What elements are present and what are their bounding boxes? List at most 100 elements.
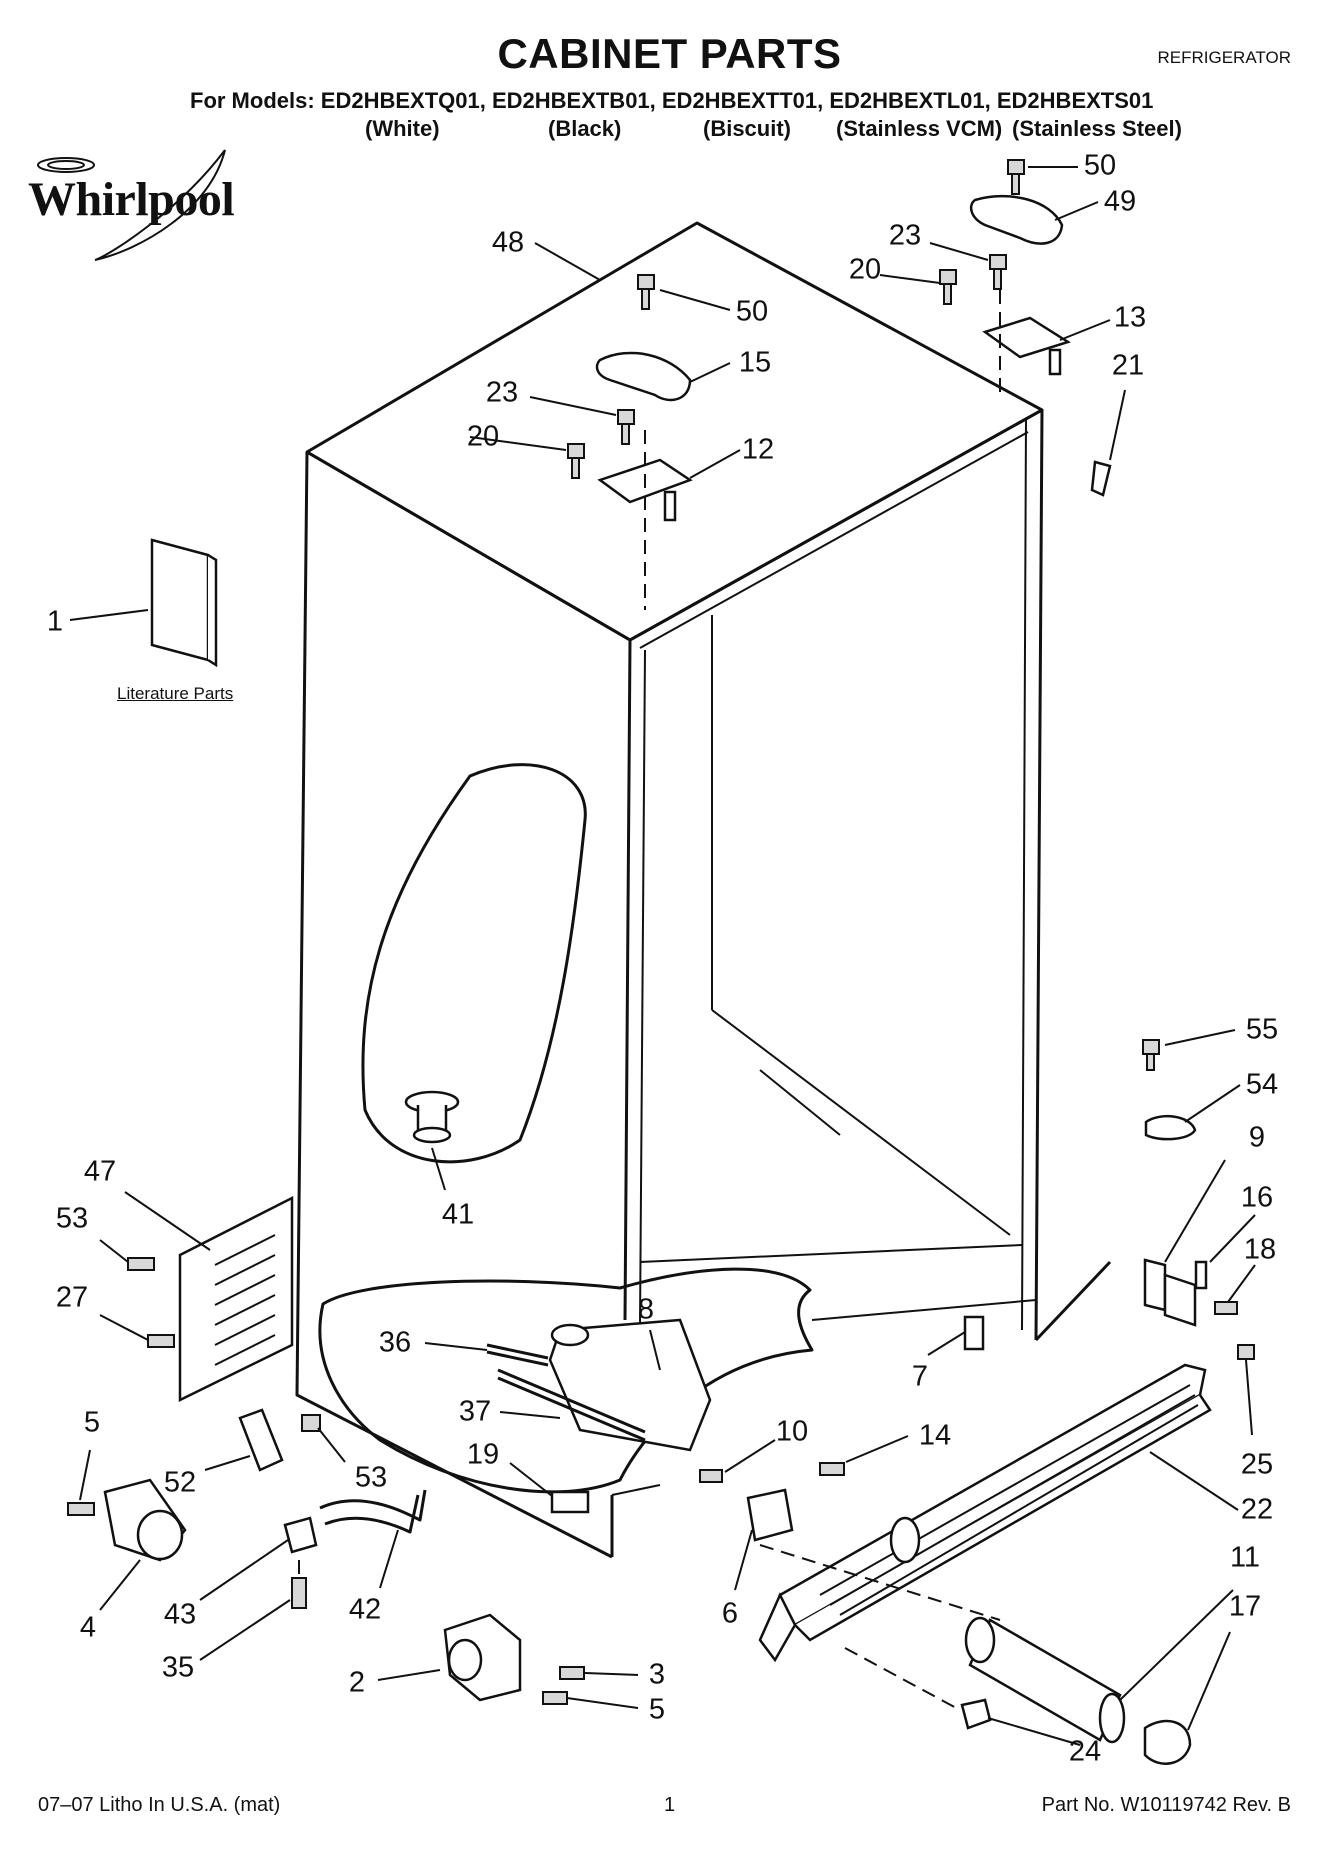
drain-cup-41 <box>404 1090 460 1144</box>
screw-5-hinge <box>542 1691 568 1705</box>
hinge-cap-left <box>595 351 692 402</box>
callout-54: 54 <box>1245 1068 1279 1101</box>
tube-37 <box>497 1368 646 1442</box>
callout-21: 21 <box>1111 349 1145 382</box>
screw-20-right <box>939 269 957 305</box>
literature-parts-label: Literature Parts <box>117 684 234 703</box>
tube-36 <box>486 1343 549 1367</box>
callout-47: 47 <box>83 1155 117 1188</box>
filter-bypass-cap-24 <box>960 1698 992 1730</box>
callout-4: 4 <box>79 1611 97 1644</box>
screw-23-left <box>617 409 635 445</box>
callout-3: 3 <box>648 1658 666 1691</box>
lower-hinge-9 <box>1143 1258 1208 1327</box>
callout-16: 16 <box>1240 1181 1274 1214</box>
footer-part-number: Part No. W10119742 Rev. B <box>1041 1794 1291 1816</box>
callout-43: 43 <box>163 1598 197 1631</box>
color-white: (White) <box>365 116 440 141</box>
callout-53-panel: 53 <box>55 1202 89 1235</box>
callout-9: 9 <box>1248 1121 1266 1154</box>
cabinet-body <box>295 221 1112 1559</box>
toe-grille-22 <box>758 1363 1212 1663</box>
screw-53-panel <box>127 1257 155 1271</box>
callout-19: 19 <box>466 1438 500 1471</box>
screw-10 <box>699 1469 723 1483</box>
water-valve-8 <box>548 1318 712 1452</box>
page-title: CABINET PARTS <box>497 30 842 77</box>
footer-page-number: 1 <box>664 1794 676 1816</box>
rear-access-panel <box>178 1195 294 1403</box>
callout-27: 27 <box>55 1281 89 1314</box>
callout-22: 22 <box>1240 1493 1274 1526</box>
footer-print-info: 07–07 Litho In U.S.A. (mat) <box>38 1794 281 1816</box>
plug-21 <box>1090 460 1112 497</box>
hinge-cap-right <box>969 194 1064 245</box>
upper-hinge-left <box>597 458 693 522</box>
screw-50-right <box>1007 159 1025 195</box>
category-label: REFRIGERATOR <box>1157 48 1292 67</box>
callout-12: 12 <box>741 433 775 466</box>
callout-36: 36 <box>378 1326 412 1359</box>
bracket-52 <box>238 1408 284 1472</box>
literature-parts-booklet <box>150 538 218 668</box>
screw-18 <box>1214 1301 1238 1315</box>
callout-35: 35 <box>161 1651 195 1684</box>
callout-55: 55 <box>1245 1013 1279 1046</box>
drain-hose-42 <box>319 1489 427 1534</box>
callout-5-hinge: 5 <box>648 1693 666 1726</box>
screw-35 <box>291 1577 307 1609</box>
callout-53-bracket: 53 <box>354 1461 388 1494</box>
screw-20-left <box>567 443 585 479</box>
callout-20-left: 20 <box>466 420 500 453</box>
callout-8: 8 <box>637 1293 655 1326</box>
screw-3 <box>559 1666 585 1680</box>
callout-49: 49 <box>1103 185 1137 218</box>
callout-23-left: 23 <box>485 376 519 409</box>
callout-48: 48 <box>491 226 525 259</box>
callout-42: 42 <box>348 1593 382 1626</box>
callout-13: 13 <box>1113 301 1147 334</box>
callout-15: 15 <box>738 346 772 379</box>
screw-5-roller <box>67 1502 95 1516</box>
color-biscuit: (Biscuit) <box>703 116 791 141</box>
callout-20-right: 20 <box>848 253 882 286</box>
models-line: For Models: ED2HBEXTQ01, ED2HBEXTB01, ED… <box>190 88 1154 113</box>
callout-18: 18 <box>1243 1233 1277 1266</box>
clamp-43 <box>283 1516 318 1554</box>
callout-5-left: 5 <box>83 1406 101 1439</box>
bracket-7 <box>963 1315 985 1351</box>
callout-2: 2 <box>348 1666 366 1699</box>
callout-23-right: 23 <box>888 219 922 252</box>
screw-53-bracket <box>301 1414 321 1432</box>
screw-55 <box>1142 1039 1160 1071</box>
callout-24: 24 <box>1068 1735 1102 1768</box>
water-filter-11 <box>964 1616 1126 1744</box>
callout-14: 14 <box>918 1419 952 1452</box>
callout-6: 6 <box>721 1597 739 1630</box>
screw-23-right <box>989 254 1007 290</box>
callout-37: 37 <box>458 1395 492 1428</box>
callout-17: 17 <box>1228 1590 1262 1623</box>
filter-cap-17 <box>1143 1719 1192 1765</box>
callout-52: 52 <box>163 1466 197 1499</box>
callout-1: 1 <box>46 605 64 638</box>
connector-19 <box>550 1490 590 1514</box>
screw-14 <box>819 1462 845 1476</box>
callout-50-left: 50 <box>735 295 769 328</box>
upper-hinge-right <box>982 316 1071 376</box>
callout-25: 25 <box>1240 1448 1274 1481</box>
lower-hinge-2 <box>443 1613 522 1702</box>
callout-50-top-right: 50 <box>1083 149 1117 182</box>
hinge-pin-54 <box>1144 1114 1197 1141</box>
clip-6 <box>746 1488 794 1542</box>
screw-27 <box>147 1334 175 1348</box>
callout-10: 10 <box>775 1415 809 1448</box>
callout-41: 41 <box>441 1198 475 1231</box>
callout-7: 7 <box>911 1360 929 1393</box>
screw-25 <box>1237 1344 1255 1360</box>
brand-logo: Whirlpool <box>28 173 235 226</box>
color-black: (Black) <box>548 116 622 141</box>
color-stainless-vcm: (Stainless VCM) <box>836 116 1003 141</box>
leader-arrows <box>69 166 1256 1746</box>
